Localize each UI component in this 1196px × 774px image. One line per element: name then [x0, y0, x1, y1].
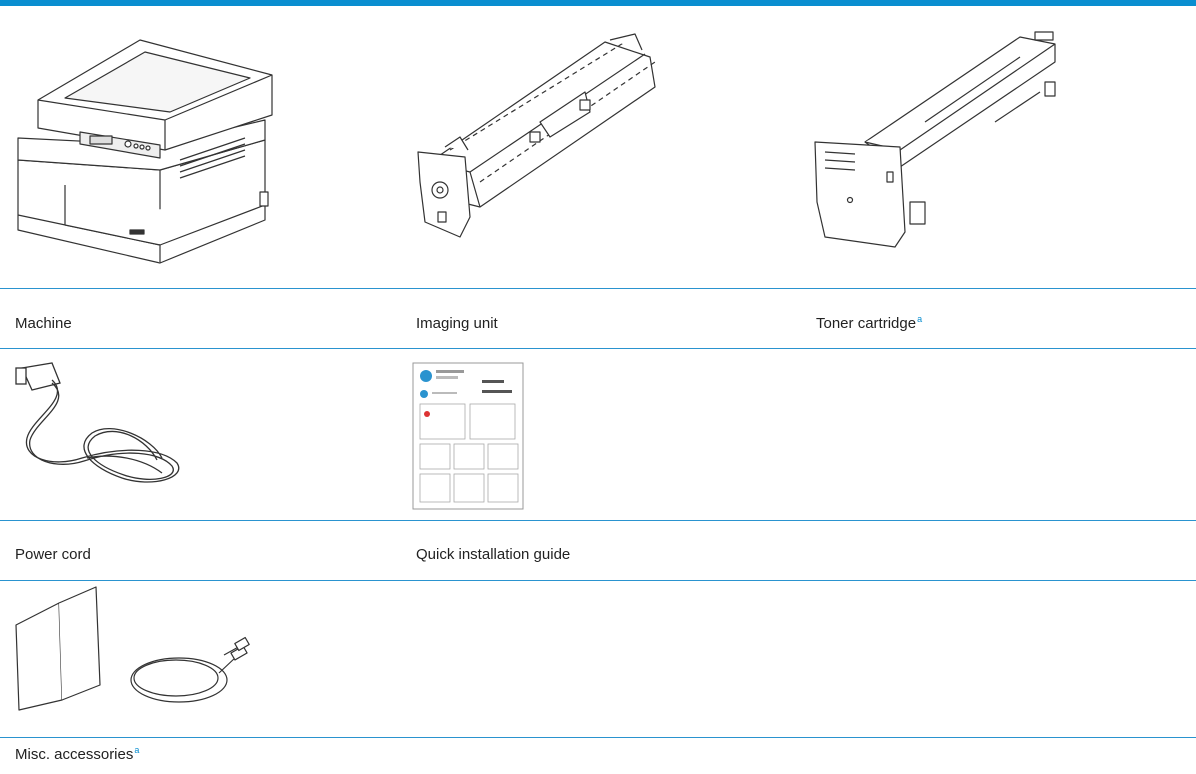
power-cord-icon — [15, 362, 180, 483]
footnote-marker: a — [134, 745, 140, 755]
row-divider — [0, 737, 1196, 738]
item-label-power-cord: Power cord — [15, 546, 91, 563]
footnote-marker: a — [917, 314, 923, 324]
toner-cartridge-image — [805, 22, 1065, 252]
installation-guide-image — [412, 362, 527, 512]
item-label-machine: Machine — [15, 315, 72, 332]
item-label-quick-installation-guide: Quick installation guide — [416, 546, 571, 563]
installation-guide-icon — [412, 362, 524, 510]
imaging-unit-icon — [417, 33, 656, 238]
row-divider — [0, 520, 1196, 521]
row-divider — [0, 288, 1196, 289]
item-label-imaging-unit: Imaging unit — [416, 315, 498, 332]
printer-icon — [17, 39, 273, 264]
accessories-icon — [15, 586, 250, 711]
row-divider — [0, 348, 1196, 349]
machine-image — [10, 20, 280, 265]
row-divider — [0, 580, 1196, 581]
item-label-toner-cartridge: Toner cartridgea — [816, 314, 923, 333]
imaging-unit-image — [410, 22, 670, 247]
misc-accessories-image — [14, 585, 254, 715]
toner-cartridge-icon — [814, 31, 1056, 248]
item-label-misc-accessories: Misc. accessoriesa — [15, 745, 140, 764]
power-cord-image — [12, 358, 192, 498]
top-accent-bar — [0, 0, 1196, 6]
